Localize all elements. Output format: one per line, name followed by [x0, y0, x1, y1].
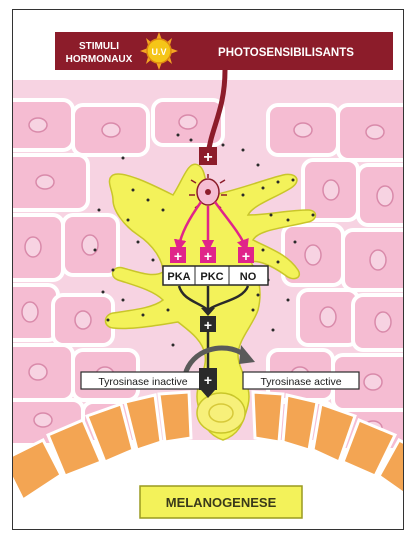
stimuli-line1: STIMULI	[79, 41, 119, 52]
melanogenese-label: MELANOGENESE	[166, 495, 277, 510]
no-label: NO	[240, 271, 257, 283]
svg-text:+: +	[204, 317, 212, 333]
svg-text:+: +	[242, 248, 250, 264]
stimuli-line2: HORMONAUX	[66, 54, 133, 65]
plus-badge-low: +	[204, 372, 212, 388]
melanogenesis-diagram: STIMULI HORMONAUX U.V PHOTOSENSIBILISANT…	[13, 10, 403, 529]
pka-label: PKA	[167, 271, 190, 283]
pkc-label: PKC	[200, 271, 223, 283]
stimuli-banner: STIMULI HORMONAUX U.V PHOTOSENSIBILISANT…	[55, 32, 393, 70]
svg-text:+: +	[174, 248, 182, 264]
diagram-frame: STIMULI HORMONAUX U.V PHOTOSENSIBILISANT…	[12, 9, 404, 530]
uv-label: U.V	[151, 47, 166, 57]
plus-badge-mid: +	[200, 316, 216, 333]
plus-badges-row: + + +	[170, 247, 254, 264]
svg-text:+: +	[203, 149, 212, 166]
svg-text:+: +	[204, 248, 212, 264]
tyrosinase-inactive-label: Tyrosinase inactive	[98, 376, 187, 388]
plus-badge-top: +	[199, 147, 217, 166]
photosensibilisants-label: PHOTOSENSIBILISANTS	[218, 47, 354, 59]
melanogenese-box: MELANOGENESE	[140, 486, 302, 518]
tyrosinase-active-label: Tyrosinase active	[260, 376, 341, 388]
kinase-box: PKA PKC NO	[163, 266, 268, 285]
